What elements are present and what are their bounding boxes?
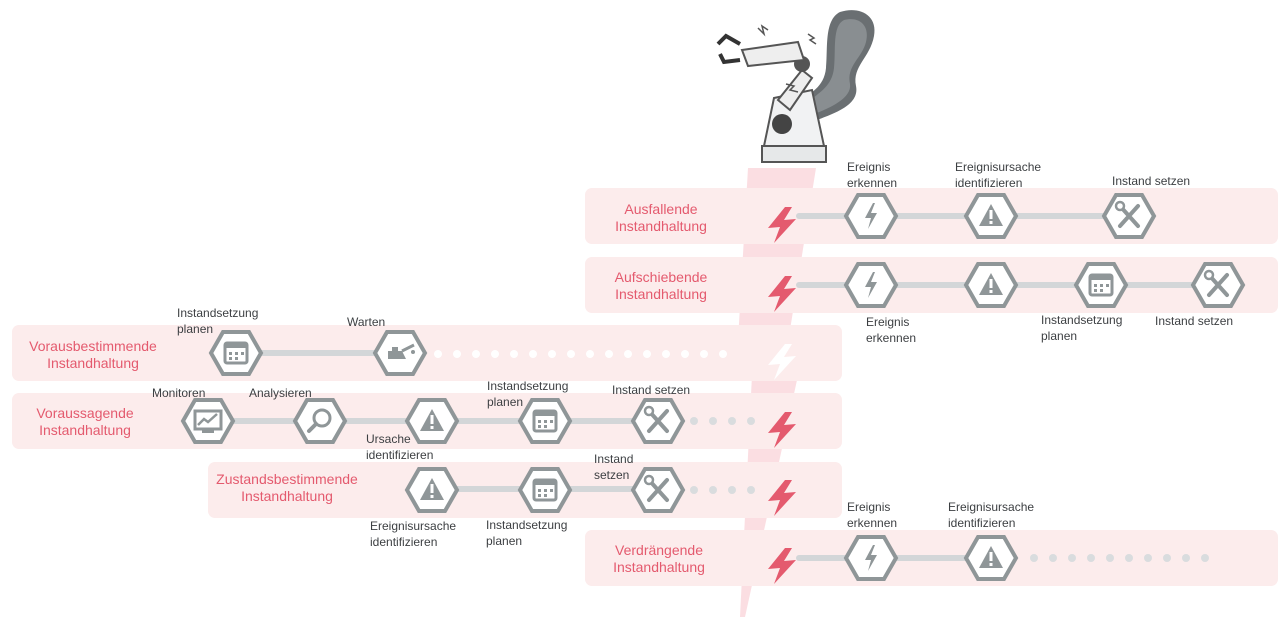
oilcan-icon	[372, 329, 428, 377]
caption-ursache-identifizieren: Ursache identifizieren	[366, 432, 434, 462]
label-ausfallende: Ausfallende Instandhaltung	[615, 201, 707, 234]
lightning-icon	[843, 192, 899, 240]
caption-instandsetzung-planen: Instandsetzung planen	[177, 306, 259, 336]
tools-icon	[630, 397, 686, 445]
caption-instandsetzung-planen: Instandsetzung planen	[1041, 313, 1123, 343]
robot-arm-illustration	[712, 6, 884, 172]
tools-icon	[1101, 192, 1157, 240]
magnifier-icon	[292, 397, 348, 445]
warning-icon	[963, 261, 1019, 309]
lightning-bolt-icon	[765, 275, 799, 313]
caption-ereignisursache-identifizieren: Ereignisursache identifizieren	[955, 160, 1042, 190]
tools-icon	[630, 466, 686, 514]
caption-instand-setzen: Instand setzen	[612, 383, 691, 397]
caption-ereignisursache-identifizieren: Ereignisursache identifizieren	[370, 519, 457, 549]
calendar-icon	[1073, 261, 1129, 309]
warning-icon	[963, 192, 1019, 240]
lightning-icon	[843, 261, 899, 309]
label-zustandsbestimmende: Zustandsbestimmende Instandhaltung	[216, 471, 358, 504]
caption-instandsetzung-planen: Instandsetzung planen	[486, 518, 568, 548]
dotted-continuation	[690, 486, 760, 494]
calendar-icon	[517, 397, 573, 445]
label-aufschiebende: Aufschiebende Instandhaltung	[614, 269, 708, 302]
caption-instand-setzen: Instand setzen	[1112, 174, 1191, 188]
caption-ereignis-erkennen: Ereignis erkennen	[866, 315, 917, 345]
chart-monitor-icon	[180, 397, 236, 445]
warning-icon	[404, 466, 460, 514]
calendar-icon	[517, 466, 573, 514]
caption-warten: Warten	[347, 315, 386, 329]
lightning-bolt-icon	[765, 547, 799, 585]
dotted-continuation	[690, 417, 760, 425]
tools-icon	[1190, 261, 1246, 309]
caption-instand-setzen: Instand setzen	[594, 452, 634, 482]
warning-icon	[404, 397, 460, 445]
connector-line	[236, 350, 400, 356]
dotted-continuation	[1030, 554, 1210, 562]
lightning-icon	[843, 534, 899, 582]
lightning-bolt-icon	[765, 411, 799, 449]
caption-ereignisursache-identifizieren: Ereignisursache identifizieren	[948, 500, 1035, 530]
label-vorausbestimmende: Vorausbestimmende Instandhaltung	[29, 338, 157, 371]
calendar-icon	[208, 329, 264, 377]
label-verdraengende: Verdrängende Instandhaltung	[613, 542, 705, 575]
lightning-bolt-icon	[765, 343, 799, 381]
caption-analysieren: Analysieren	[249, 386, 312, 400]
dotted-continuation	[434, 350, 734, 358]
caption-ereignis-erkennen: Ereignis erkennen	[847, 160, 898, 190]
caption-instandsetzung-planen: Instandsetzung planen	[487, 379, 569, 409]
caption-ereignis-erkennen: Ereignis erkennen	[847, 500, 898, 530]
caption-instand-setzen: Instand setzen	[1155, 314, 1234, 328]
lightning-bolt-icon	[765, 479, 799, 517]
label-voraussagende: Voraussagende Instandhaltung	[36, 405, 134, 438]
lightning-bolt-icon	[765, 206, 799, 244]
warning-icon	[963, 534, 1019, 582]
caption-monitoren: Monitoren	[152, 386, 206, 400]
